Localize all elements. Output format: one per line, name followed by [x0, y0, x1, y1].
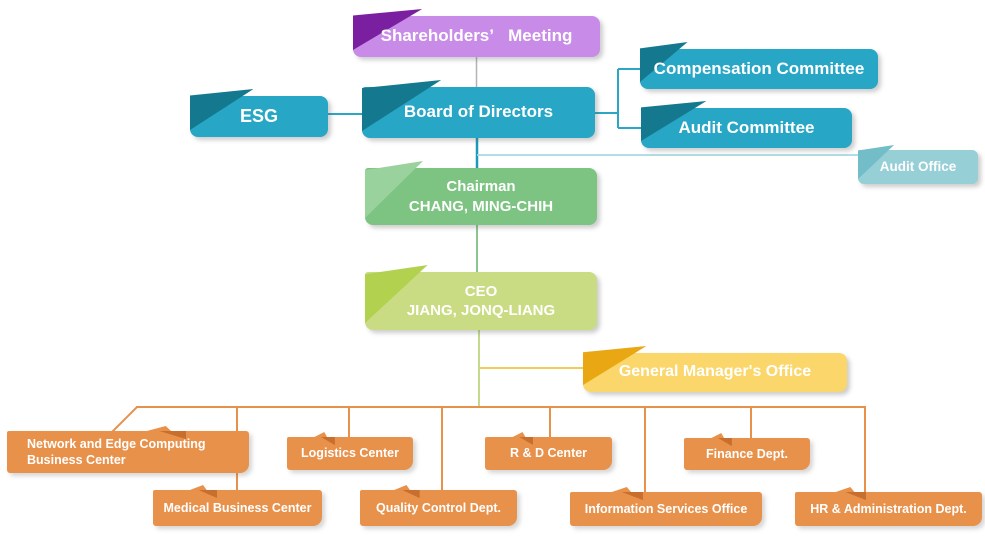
general-managers-office-label: General Manager's Office [618, 363, 812, 381]
node-chairman: Chairman CHANG, MING-CHIH [365, 161, 597, 225]
node-logistics-center: Logistics Center [287, 432, 413, 470]
fold-decoration [596, 487, 636, 497]
node-compensation-committee: Compensation Committee [640, 42, 878, 89]
node-information-services-office: Information Services Office [570, 487, 762, 526]
shareholders-meeting-label: Shareholders’ Meeting [380, 26, 573, 46]
node-finance-dept: Finance Dept. [684, 433, 810, 470]
fold-decoration [128, 426, 177, 436]
fold-decoration [198, 490, 218, 499]
compensation-committee-label: Compensation Committee [653, 58, 865, 78]
node-shareholders-meeting: Shareholders’ Meeting [353, 9, 600, 57]
hr-administration-dept-label: HR & Administration Dept. [810, 501, 967, 516]
fold-decoration [502, 432, 529, 442]
fold-decoration [176, 485, 211, 495]
node-general-managers-office: General Manager's Office [583, 346, 847, 392]
fold-decoration [621, 492, 643, 501]
fold-decoration [159, 431, 187, 440]
ceo-label: CEO JIANG, JONQ-LIANG [407, 282, 555, 321]
node-hr-administration-dept: HR & Administration Dept. [795, 487, 982, 526]
node-ceo: CEO JIANG, JONQ-LIANG [365, 265, 597, 330]
logistics-center-label: Logistics Center [301, 446, 399, 461]
fold-decoration [381, 485, 414, 495]
fold-decoration [321, 437, 335, 446]
node-rnd-center: R & D Center [485, 432, 612, 470]
network-edge-computing-label: Network and Edge Computing Business Cent… [27, 436, 206, 467]
node-esg: ESG [190, 89, 328, 137]
fold-decoration [845, 492, 867, 501]
finance-dept-label: Finance Dept. [706, 446, 788, 461]
fold-decoration [718, 438, 732, 447]
rnd-center-label: R & D Center [509, 446, 588, 461]
node-audit-office: Audit Office [858, 145, 978, 184]
information-services-office-label: Information Services Office [584, 501, 748, 516]
node-board-of-directors: Board of Directors [362, 80, 595, 138]
quality-control-dept-label: Quality Control Dept. [376, 500, 501, 515]
fold-decoration [519, 437, 534, 446]
esg-label: ESG [239, 105, 278, 126]
audit-committee-label: Audit Committee [678, 117, 815, 137]
fold-decoration [304, 432, 330, 442]
fold-decoration [701, 433, 727, 443]
node-medical-business-center: Medical Business Center [153, 485, 322, 526]
node-network-edge-computing: Network and Edge Computing Business Cent… [7, 426, 249, 473]
ceo-name: JIANG, JONQ-LIANG [406, 302, 556, 319]
node-audit-committee: Audit Committee [641, 101, 852, 148]
ceo-title: CEO [464, 282, 498, 300]
board-of-directors-label: Board of Directors [403, 102, 554, 122]
audit-office-label: Audit Office [879, 159, 957, 175]
chairman-name: CHANG, MING-CHIH [408, 197, 554, 215]
chairman-title: Chairman [446, 178, 516, 195]
fold-decoration [821, 487, 859, 497]
medical-business-center-label: Medical Business Center [163, 500, 312, 515]
node-quality-control-dept: Quality Control Dept. [360, 485, 517, 526]
chairman-label: Chairman CHANG, MING-CHIH [409, 177, 553, 216]
fold-decoration [402, 490, 420, 499]
connector-stub-network [111, 406, 138, 433]
